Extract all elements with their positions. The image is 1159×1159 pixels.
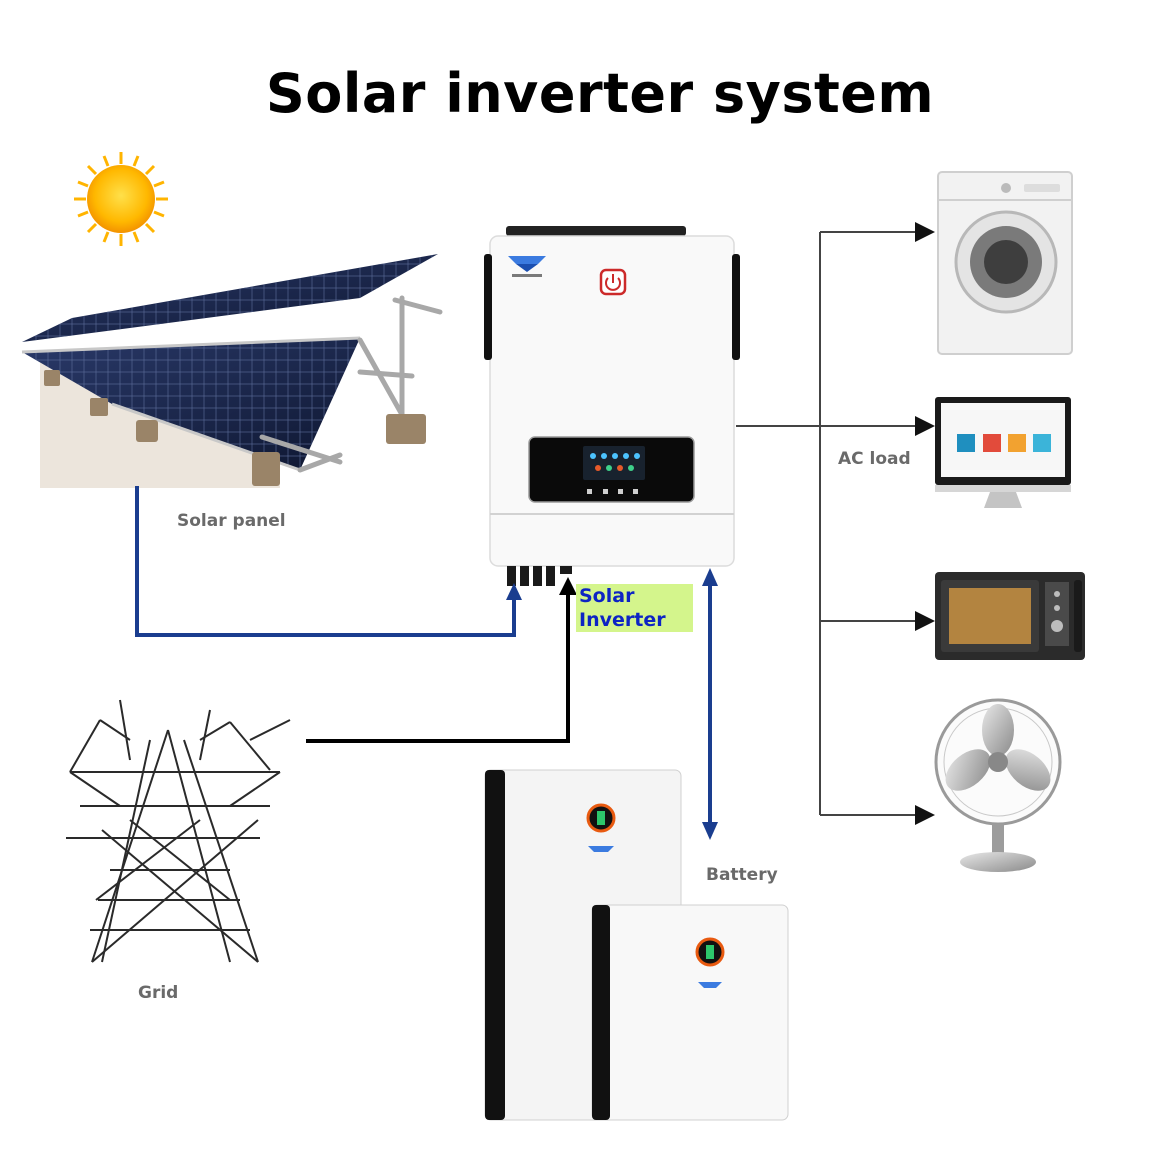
sun-icon <box>74 152 168 246</box>
ac-load-lines <box>736 231 915 816</box>
grid-label: Grid <box>138 983 179 1003</box>
ac-load-label: AC load <box>838 449 911 469</box>
inverter-label-line2: Inverter <box>579 609 666 631</box>
power-tower <box>66 699 291 963</box>
solar-panel-label: Solar panel <box>177 511 286 531</box>
battery-units <box>484 769 789 1121</box>
solar-inverter-unit <box>484 226 740 586</box>
solar-panel-array <box>21 254 443 488</box>
computer-monitor-icon <box>935 397 1071 508</box>
page-title: Solar inverter system <box>265 62 935 125</box>
inverter-label-line1: Solar <box>579 585 635 607</box>
battery-label: Battery <box>706 865 778 885</box>
inverter-label: Solar Inverter <box>576 584 693 632</box>
microwave-icon <box>935 572 1085 660</box>
electric-fan-icon <box>934 698 1062 872</box>
brand-logo-icon <box>508 256 546 277</box>
washing-machine-icon <box>937 171 1073 355</box>
power-button-icon <box>599 268 627 296</box>
solar-to-inverter-line <box>135 486 516 637</box>
inverter-display <box>528 436 695 503</box>
grid-to-inverter-line <box>306 590 570 743</box>
